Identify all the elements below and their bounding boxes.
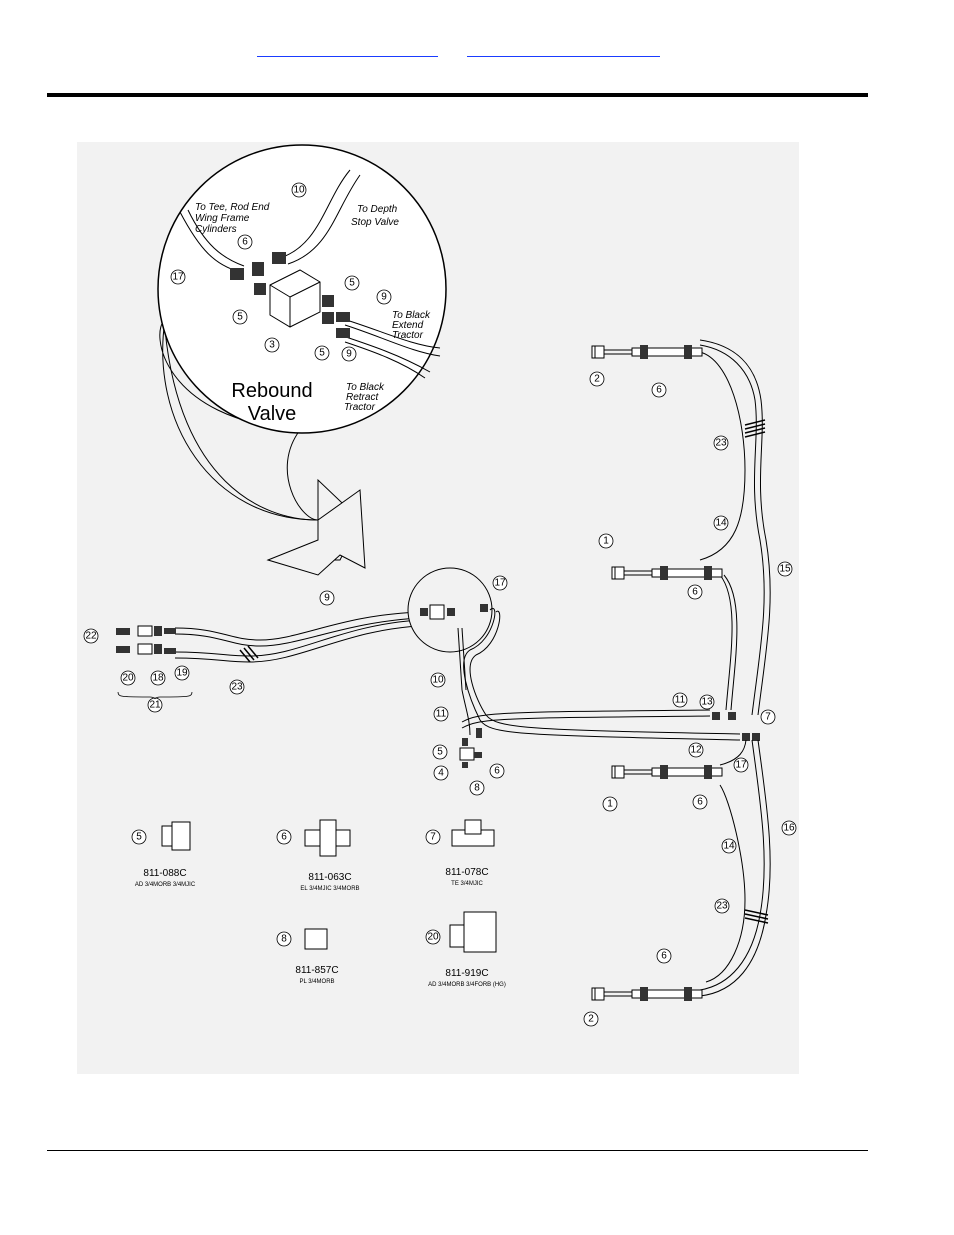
svg-text:17: 17 — [494, 578, 506, 589]
part-number-6: 811-063C — [308, 872, 351, 883]
svg-text:4: 4 — [438, 768, 444, 779]
note-tee-line2: Wing Frame — [195, 213, 250, 224]
hose-routing — [174, 339, 771, 997]
svg-text:11: 11 — [436, 709, 447, 720]
svg-text:6: 6 — [242, 237, 248, 248]
note-retract-line2: Retract — [346, 392, 379, 403]
svg-text:19: 19 — [176, 668, 188, 679]
svg-text:To Black: To Black — [346, 382, 385, 393]
svg-text:5: 5 — [437, 747, 443, 758]
part-desc-7: TE 3/4MJIC — [451, 881, 483, 887]
part-number-20: 811-919C — [445, 968, 488, 979]
note-retract-line3: Tractor — [344, 402, 376, 413]
svg-text:6: 6 — [692, 587, 698, 598]
svg-text:2: 2 — [588, 1014, 594, 1025]
callouts — [83, 182, 797, 1027]
svg-text:13: 13 — [701, 697, 713, 708]
svg-text:14: 14 — [715, 518, 727, 529]
note-tee-line3: Cylinders — [195, 224, 237, 235]
note-depth-line2: Stop Valve — [351, 217, 399, 228]
svg-text:6: 6 — [697, 797, 703, 808]
header-link-1[interactable] — [257, 42, 438, 57]
part-desc-8: PL 3/4MORB — [299, 979, 334, 985]
svg-text:To Depth: To Depth — [357, 204, 398, 215]
note-retract-line1: To Black — [346, 382, 385, 393]
svg-text:To Black: To Black — [392, 310, 431, 321]
svg-text:10: 10 — [293, 185, 305, 196]
svg-text:6: 6 — [281, 832, 287, 843]
part-number-5: 811-088C — [143, 868, 186, 879]
svg-text:9: 9 — [346, 349, 352, 360]
inset-title-line2: Valve — [248, 403, 297, 425]
part-desc-5: AD 3/4MORB 3/4MJIC — [135, 882, 196, 888]
svg-text:16: 16 — [783, 823, 795, 834]
svg-text:Tractor: Tractor — [392, 330, 424, 341]
svg-text:1: 1 — [603, 536, 609, 547]
svg-text:6: 6 — [661, 951, 667, 962]
depth-stop-valve — [459, 728, 482, 768]
svg-text:Extend: Extend — [392, 320, 424, 331]
svg-text:9: 9 — [324, 593, 330, 604]
tractor-couplers — [116, 625, 176, 655]
svg-text:Tractor: Tractor — [344, 402, 376, 413]
svg-text:Wing Frame: Wing Frame — [195, 213, 250, 224]
svg-text:12: 12 — [690, 745, 702, 756]
note-extend-line1: To Black — [392, 310, 431, 321]
svg-text:8: 8 — [281, 934, 287, 945]
inset-title-line1: Rebound — [231, 380, 312, 402]
part-desc-6: EL 3/4MJIC 3/4MORB — [300, 886, 359, 892]
svg-text:1: 1 — [607, 799, 613, 810]
footer-rule — [47, 1150, 868, 1151]
note-depth-line1: To Depth — [357, 204, 398, 215]
svg-text:17: 17 — [172, 272, 184, 283]
rebound-valve-inset: To Tee, Rod End Wing Frame Cylinders To … — [157, 144, 447, 576]
part-number-7: 811-078C — [445, 867, 488, 878]
svg-text:23: 23 — [715, 438, 727, 449]
parts-table: 811-088C AD 3/4MORB 3/4MJIC 811-063C EL … — [135, 867, 506, 988]
bracket-21 — [117, 691, 193, 700]
svg-text:14: 14 — [723, 841, 735, 852]
svg-text:2: 2 — [594, 374, 600, 385]
svg-text:5: 5 — [136, 832, 142, 843]
note-tee-line1: To Tee, Rod End — [195, 202, 270, 213]
svg-text:To Tee, Rod End: To Tee, Rod End — [195, 202, 270, 213]
svg-text:5: 5 — [319, 348, 325, 359]
svg-text:10: 10 — [432, 675, 444, 686]
svg-text:18: 18 — [152, 673, 164, 684]
header-rule — [47, 93, 868, 97]
svg-text:6: 6 — [494, 766, 500, 777]
svg-text:6: 6 — [656, 385, 662, 396]
svg-text:20: 20 — [122, 673, 134, 684]
svg-text:17: 17 — [735, 760, 747, 771]
cylinders — [591, 344, 723, 1002]
svg-text:20: 20 — [427, 932, 439, 943]
svg-text:7: 7 — [430, 832, 436, 843]
svg-text:7: 7 — [765, 712, 771, 723]
svg-text:15: 15 — [779, 564, 791, 575]
svg-text:Cylinders: Cylinders — [195, 224, 237, 235]
part-number-8: 811-857C — [295, 965, 338, 976]
part-desc-20: AD 3/4MORB 3/4FORB (HG) — [428, 982, 506, 988]
part-illustrations — [161, 819, 497, 953]
svg-text:5: 5 — [237, 312, 243, 323]
note-extend-line2: Extend — [392, 320, 424, 331]
svg-text:5: 5 — [349, 278, 355, 289]
svg-text:23: 23 — [716, 901, 728, 912]
svg-text:9: 9 — [381, 292, 387, 303]
svg-text:3: 3 — [269, 340, 275, 351]
callout-numbers: 10 6 17 5 9 5 5 3 9 2 6 23 14 1 15 6 9 1… — [85, 185, 795, 1025]
svg-text:21: 21 — [149, 700, 161, 711]
note-extend-line3: Tractor — [392, 330, 424, 341]
rebound-valve-small — [420, 604, 488, 620]
svg-text:Retract: Retract — [346, 392, 379, 403]
svg-text:11: 11 — [675, 695, 686, 706]
svg-text:Stop Valve: Stop Valve — [351, 217, 399, 228]
svg-text:23: 23 — [231, 682, 243, 693]
svg-text:22: 22 — [85, 631, 97, 642]
svg-text:8: 8 — [474, 783, 480, 794]
header-link-2[interactable] — [467, 42, 660, 57]
